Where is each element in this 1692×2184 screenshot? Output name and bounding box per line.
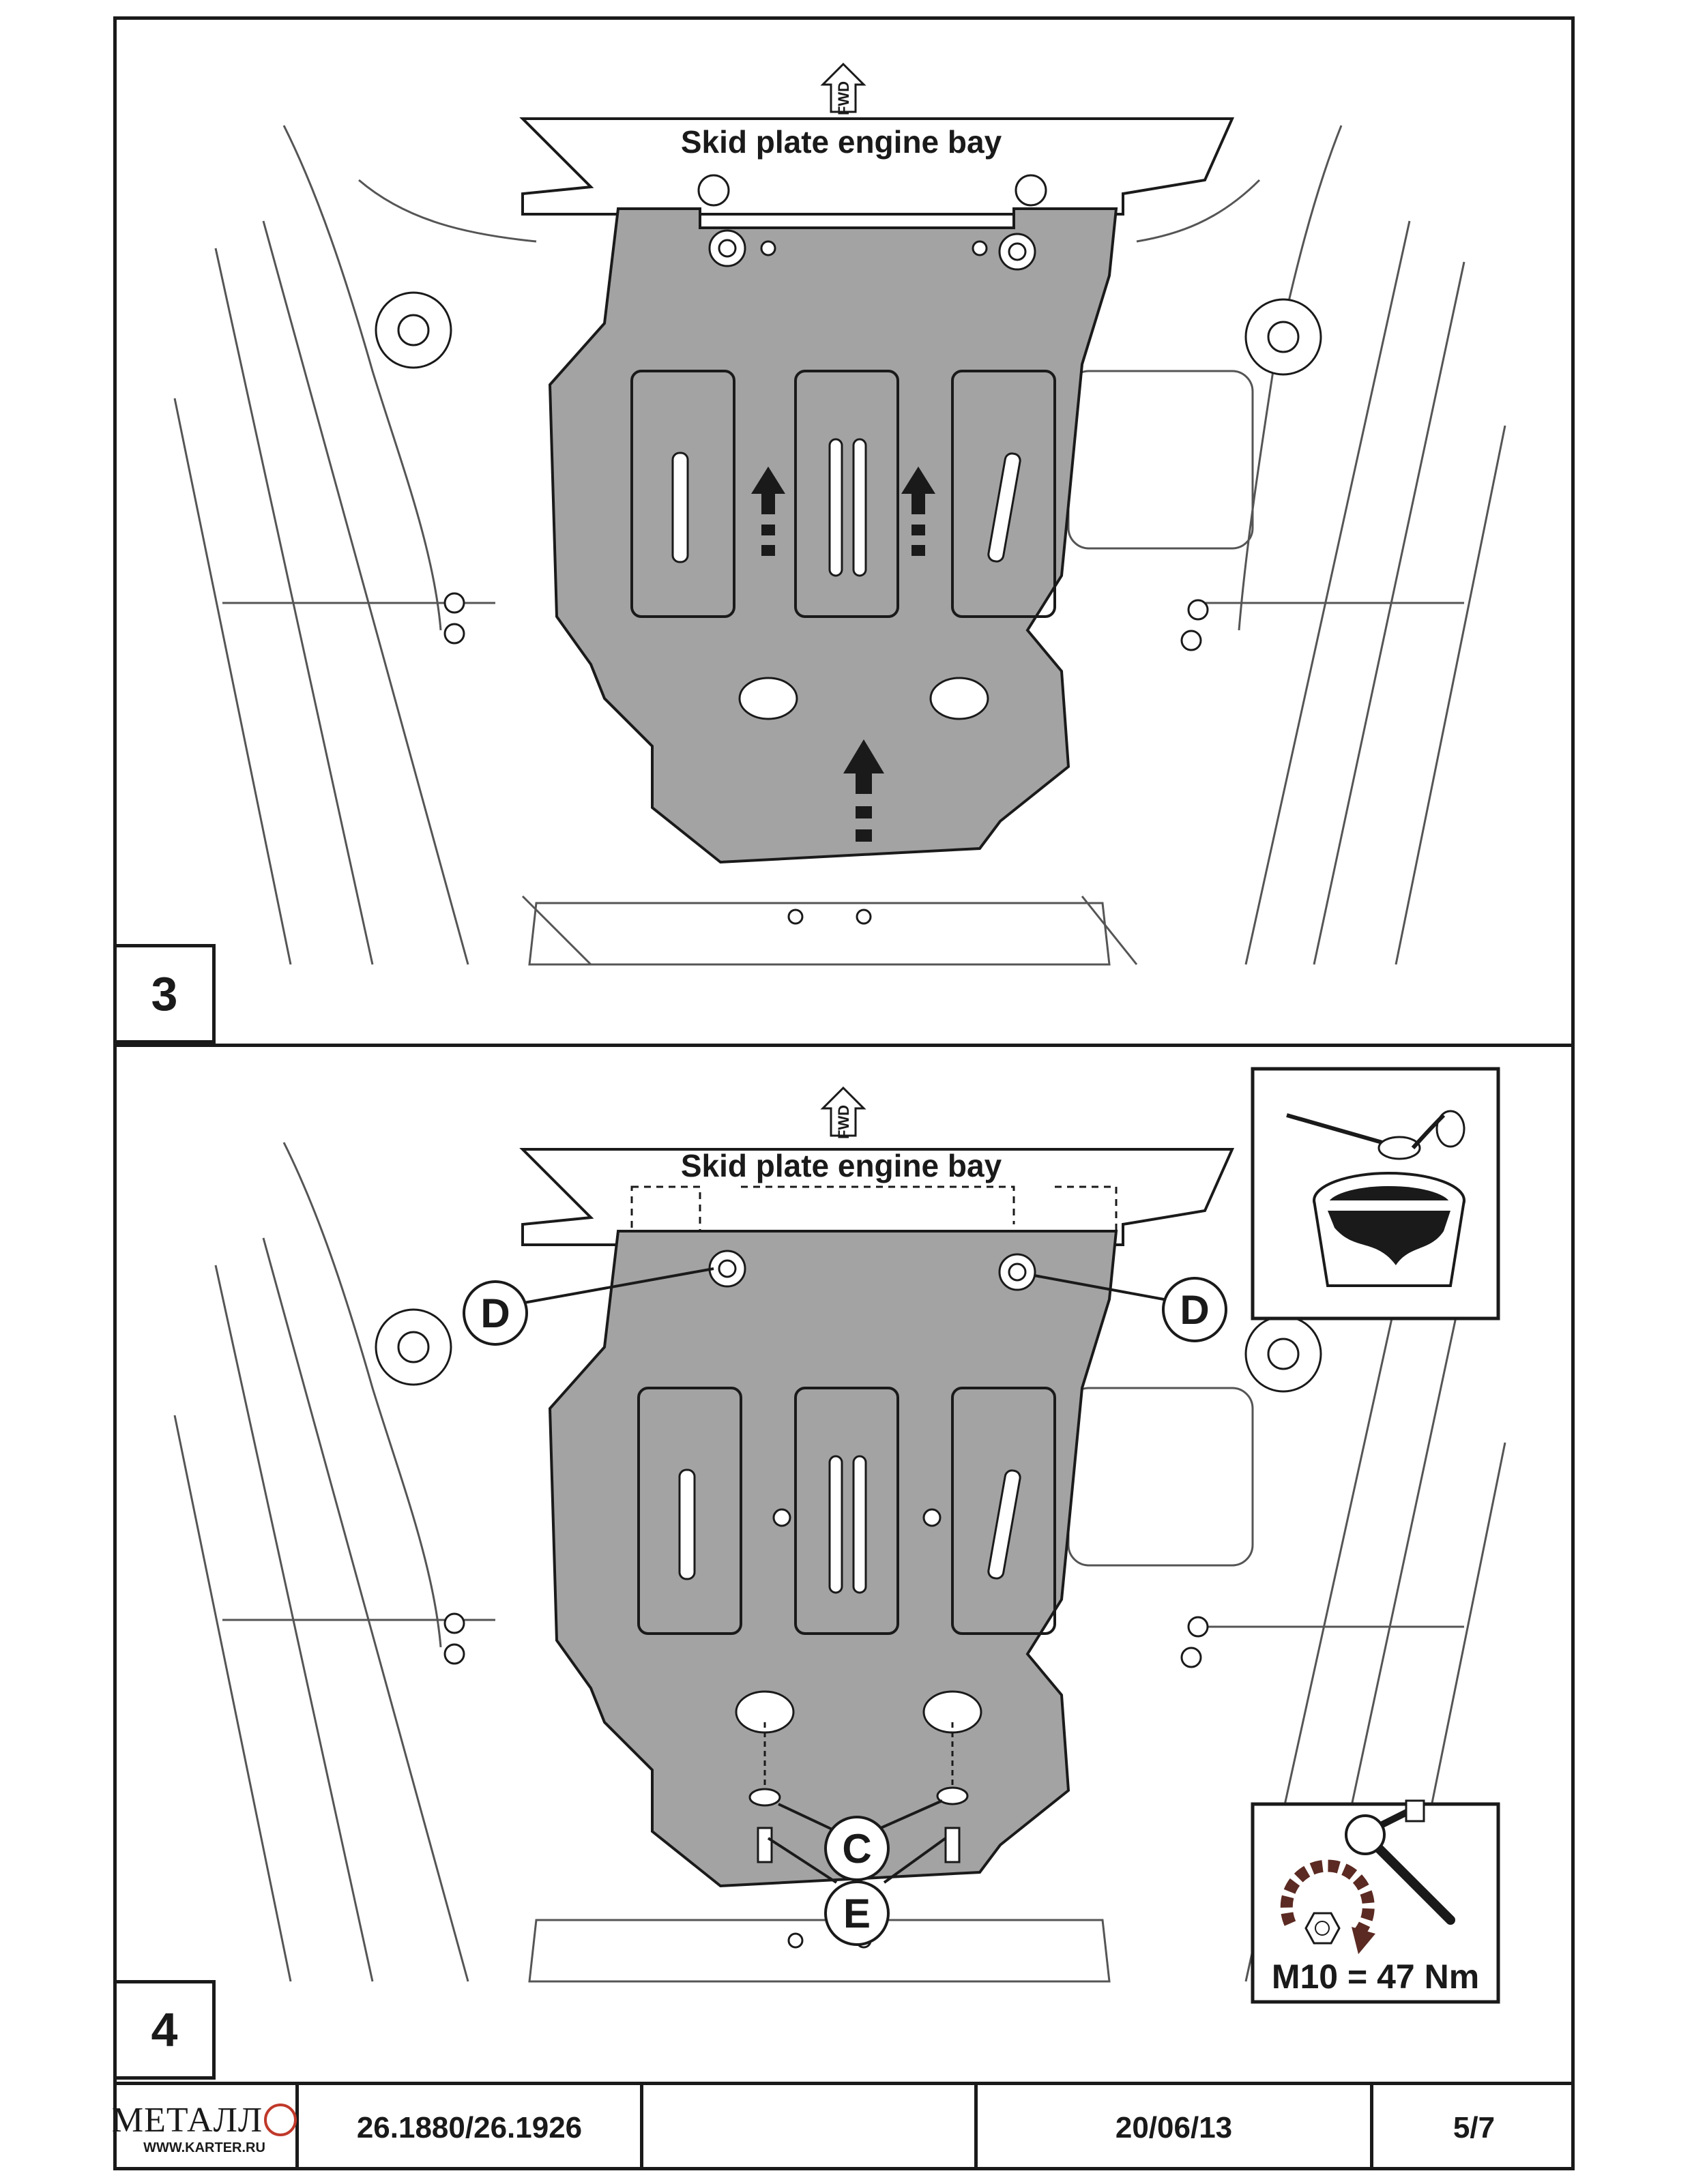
page-number: 5/7: [1453, 2110, 1496, 2144]
blank-field: [643, 2085, 978, 2170]
step-3-number: 3: [151, 967, 178, 1020]
fwd-arrow-icon: FWD: [820, 62, 866, 115]
callout-circles: [463, 1277, 1227, 1946]
callout-d-left: [463, 1280, 528, 1346]
step-3-number-box: 3: [113, 944, 216, 1044]
step-3-title: Skid plate engine bay: [681, 124, 1002, 160]
step-4-number-box: 4: [113, 1980, 216, 2080]
callout-d-right: [1162, 1277, 1227, 1342]
torque-spec: M10 = 47 Nm: [1272, 1958, 1479, 1996]
fwd-label: FWD: [835, 81, 852, 115]
callout-d-right-label: D: [1180, 1287, 1209, 1333]
callout-e: [824, 1880, 890, 1946]
fastener-stack: [748, 1722, 969, 1863]
callout-leaders: [523, 1267, 1165, 1884]
logo-ring-icon: [264, 2104, 297, 2136]
plate-slots: [678, 1455, 1021, 1734]
step-4-illustration: D D C E FWD Skid plate engine bay: [173, 1067, 1506, 2004]
part-number: 26.1880/26.1926: [299, 2085, 643, 2170]
panel-divider: [113, 1044, 1575, 1047]
mount-nuts: [708, 1250, 1036, 1291]
torque-wrench-icon: M10 = 47 Nm: [1251, 1799, 1500, 2004]
logo-url: WWW.KARTER.RU: [143, 2140, 265, 2155]
plate-ribs: [637, 1387, 1056, 1635]
paint-brush-sealant-icon: [1251, 1067, 1500, 1320]
callout-c-label: C: [842, 1826, 871, 1872]
logo-text: МЕТАЛЛ: [111, 2100, 263, 2140]
title-block: МЕТАЛЛ WWW.KARTER.RU 26.1880/26.1926 20/…: [111, 2082, 1575, 2170]
mount-nuts: [697, 174, 1047, 271]
step-3-panel: FWD Skid plate engine bay 3: [113, 16, 1575, 1046]
plate-slots: [671, 240, 1021, 720]
date: 20/06/13: [978, 2085, 1373, 2170]
callout-d-left-label: D: [480, 1290, 510, 1336]
company-logo: МЕТАЛЛ WWW.KARTER.RU: [111, 2085, 299, 2170]
step-4-number: 4: [151, 2003, 178, 2056]
fwd-arrow-icon: FWD: [820, 1086, 866, 1139]
vehicle-underbody-lines: [173, 125, 1506, 966]
callout-c: [824, 1816, 890, 1881]
step-4-panel: D D C E FWD Skid plate engine bay: [113, 1047, 1575, 2082]
step-4-title: Skid plate engine bay: [681, 1148, 1002, 1183]
chassis-bolts: [375, 291, 1322, 925]
install-direction-arrows: [751, 467, 935, 842]
fwd-label: FWD: [835, 1105, 852, 1139]
step-3-illustration: FWD Skid plate engine bay: [173, 62, 1506, 966]
plate-ribs: [630, 370, 1056, 618]
instruction-sheet: [113, 16, 1575, 2170]
callout-e-label: E: [843, 1891, 871, 1936]
